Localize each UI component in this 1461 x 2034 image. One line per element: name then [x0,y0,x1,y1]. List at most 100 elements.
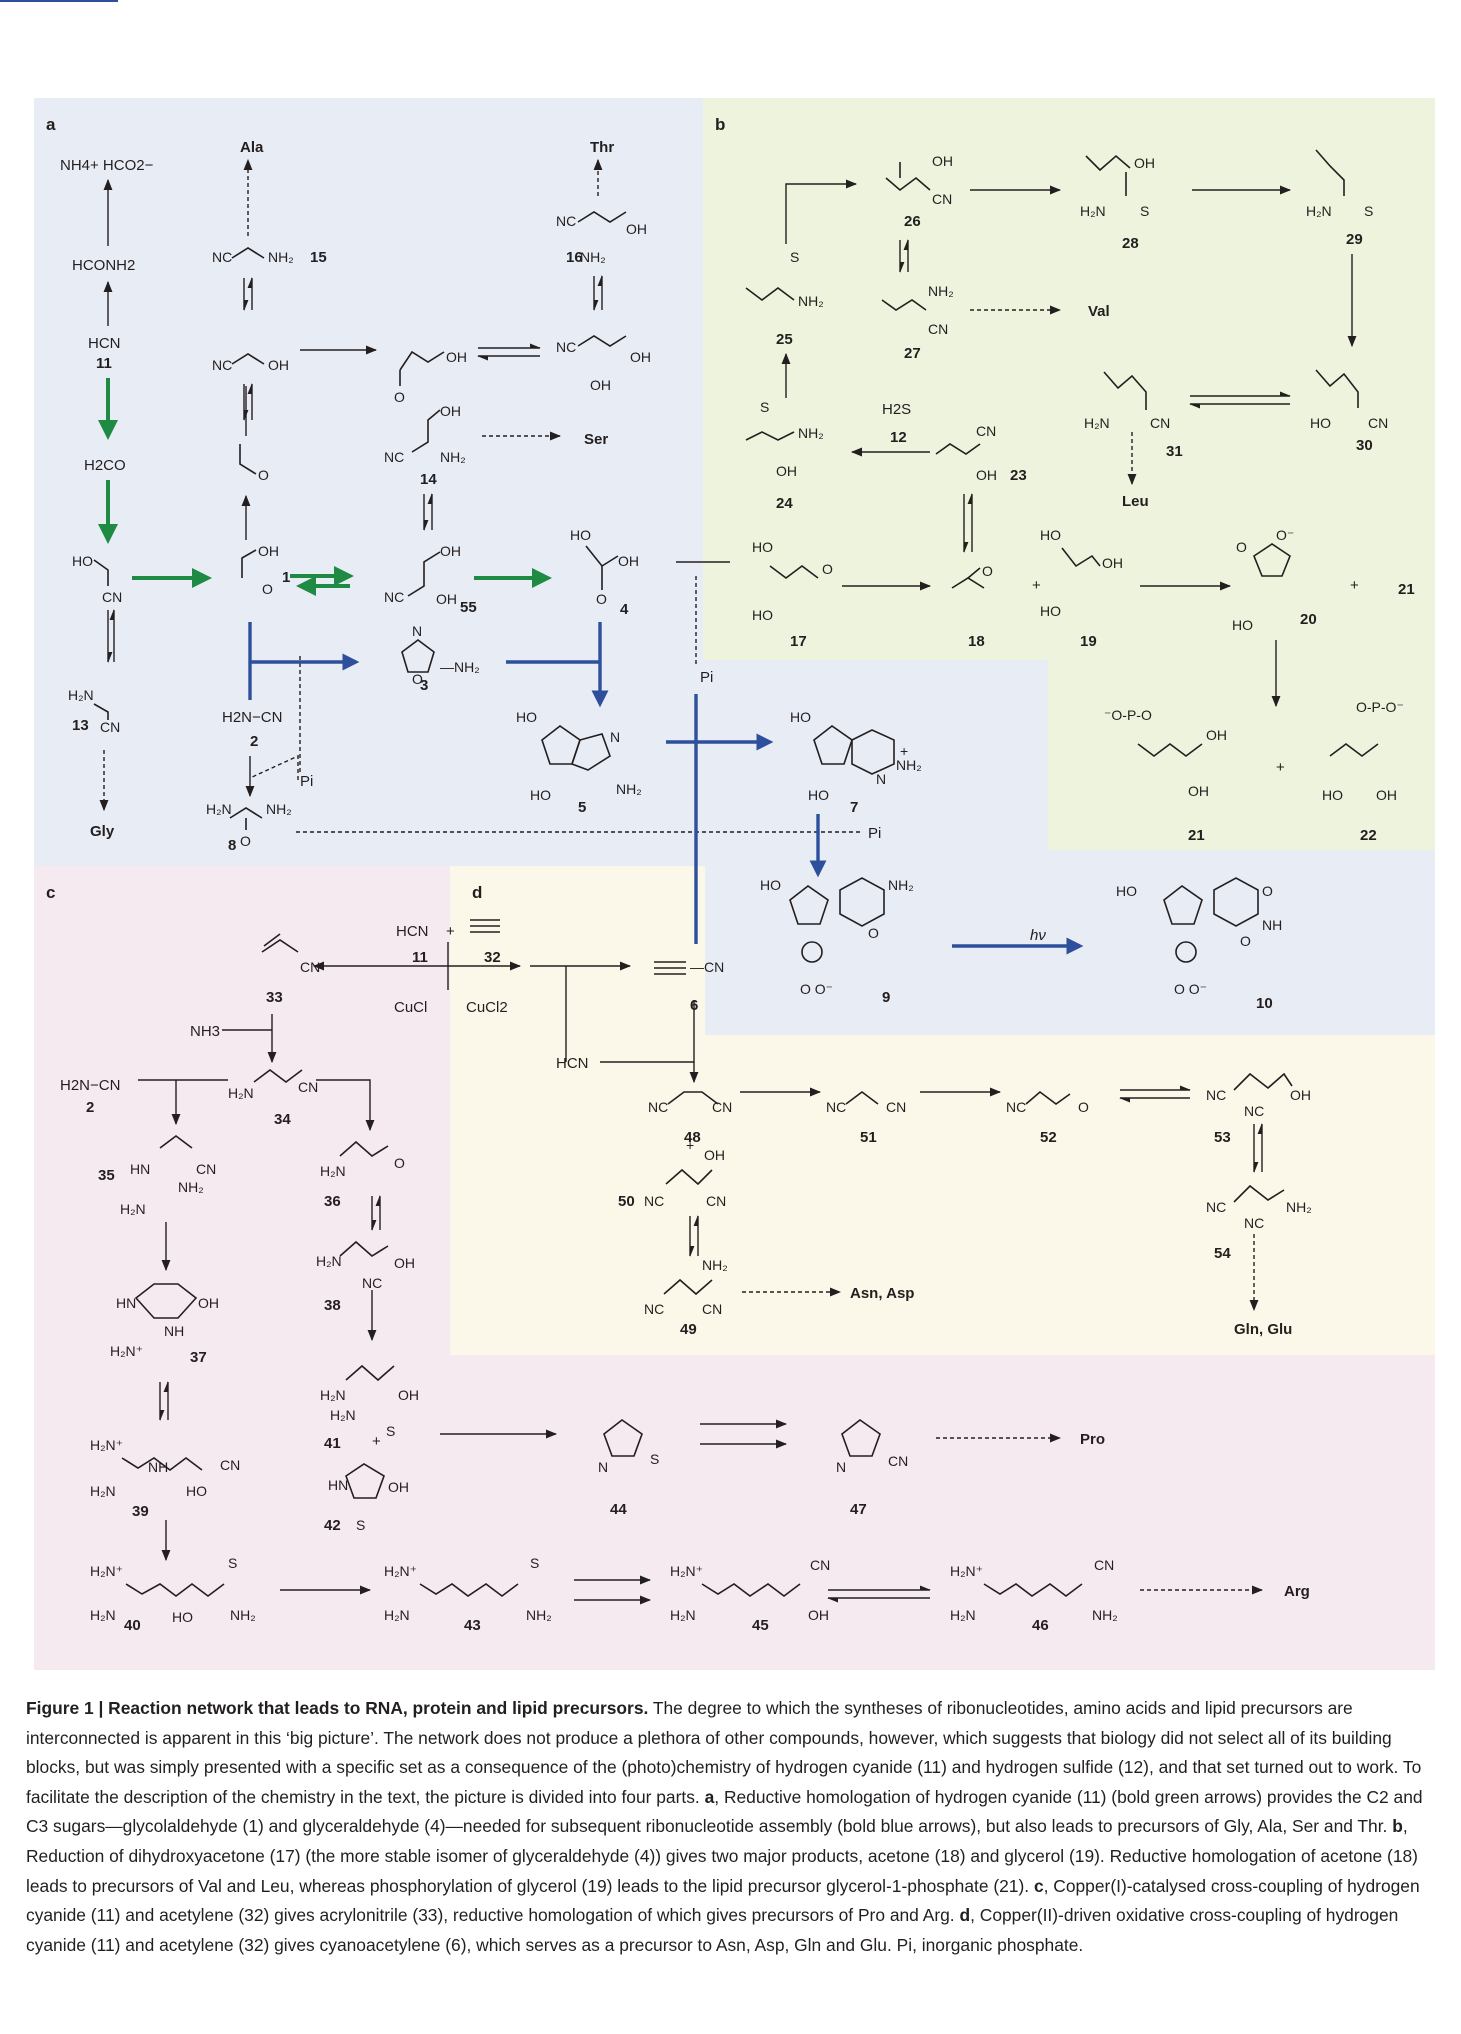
amino-acid-gln-glu: Gln, Glu [1234,1321,1292,1338]
svg-text:OH: OH [776,463,797,479]
svg-text:NH₂: NH₂ [526,1607,552,1623]
svg-text:OH: OH [590,377,611,393]
svg-text:+: + [900,743,908,759]
svg-text:N: N [836,1459,846,1475]
svg-text:OH: OH [388,1479,409,1495]
compound-9-label: 9 [882,989,890,1006]
phosphate-label-2: Pi [700,669,713,686]
structure-3: NO—NH₂ [401,623,480,687]
compound-16-label: 16 [566,249,583,266]
svg-text:CN: CN [706,1193,726,1209]
svg-text:NC: NC [384,449,404,465]
panel-backgrounds [34,98,1435,1670]
amino-acid-pro: Pro [1080,1431,1105,1448]
compound-28-label: 28 [1122,235,1139,252]
panel-b-background [703,98,1435,850]
svg-text:N: N [610,729,620,745]
cyanamide-label: H2N−CN [222,709,282,726]
svg-text:H₂N⁺: H₂N⁺ [90,1437,123,1453]
amino-acid-thr: Thr [590,139,614,156]
plus-20-21: + [1350,577,1359,594]
svg-text:⁻O-P-O: ⁻O-P-O [1104,707,1152,723]
svg-text:HO: HO [752,607,773,623]
svg-text:OH: OH [258,543,279,559]
compound-37-label: 37 [190,1349,207,1366]
svg-text:H₂N: H₂N [90,1483,116,1499]
svg-text:HO: HO [1116,883,1137,899]
svg-text:NC: NC [1006,1099,1026,1115]
svg-text:O: O [394,389,405,405]
svg-text:NH₂: NH₂ [702,1257,728,1273]
arrow-34-to-36 [316,1079,375,1132]
caption-part-d: Copper(II)-driven oxidative cross-coupli… [26,1905,1399,1955]
compound-32-label: 32 [484,949,501,966]
svg-text:CN: CN [810,1557,830,1573]
svg-text:N: N [876,771,886,787]
structure-acetylene [470,919,500,933]
svg-text:O: O [240,833,251,849]
compound-46-label: 46 [1032,1617,1049,1634]
caption-part-a-letter: a [704,1786,715,1807]
compound-26-label: 26 [904,213,921,230]
svg-text:O O⁻: O O⁻ [1174,981,1207,997]
svg-text:S: S [760,399,769,415]
svg-text:NH₂: NH₂ [928,283,954,299]
svg-text:H₂N: H₂N [1084,415,1110,431]
svg-text:S: S [356,1517,365,1533]
svg-text:CN: CN [932,191,952,207]
phosphate-label-3: Pi [868,825,881,842]
svg-text:O: O [262,581,273,597]
svg-text:NH₂: NH₂ [1092,1607,1118,1623]
structure-acetaldehyde: O [239,444,269,483]
svg-text:HO: HO [760,877,781,893]
svg-text:HO: HO [752,539,773,555]
svg-text:H₂N: H₂N [950,1607,976,1623]
compound-51-label: 51 [860,1129,877,1146]
compound-48-label: 48 [684,1129,701,1146]
svg-text:S: S [228,1555,237,1571]
svg-text:H₂N: H₂N [320,1387,346,1403]
svg-text:H₂N⁺: H₂N⁺ [384,1563,417,1579]
compound-49-label: 49 [680,1321,697,1338]
compound-55-label: 55 [460,599,477,616]
svg-text:O⁻: O⁻ [1276,527,1294,543]
panel-c-background [34,866,1435,1670]
svg-text:OH: OH [198,1295,219,1311]
svg-text:O: O [394,1155,405,1171]
svg-text:NC: NC [556,339,576,355]
compound-36-label: 36 [324,1193,341,1210]
svg-text:CN: CN [300,959,320,975]
svg-text:—CN: —CN [690,959,724,975]
svg-text:CN: CN [702,1301,722,1317]
svg-text:H₂N⁺: H₂N⁺ [950,1563,983,1579]
svg-text:OH: OH [268,357,289,373]
svg-text:S: S [1140,203,1149,219]
svg-text:CN: CN [196,1161,216,1177]
svg-text:HN: HN [130,1161,150,1177]
ammonia-label: NH3 [190,1023,220,1040]
amino-acid-ala: Ala [240,139,264,156]
svg-text:O: O [1236,539,1247,555]
svg-text:NC: NC [384,589,404,605]
svg-text:H₂N: H₂N [1306,203,1332,219]
compound-1-label: 1 [282,569,290,586]
svg-text:H₂N: H₂N [320,1163,346,1179]
compound-4-label: 4 [620,601,629,618]
compound-14-label: 14 [420,471,437,488]
amino-acid-gly: Gly [90,823,115,840]
svg-text:OH: OH [398,1387,419,1403]
